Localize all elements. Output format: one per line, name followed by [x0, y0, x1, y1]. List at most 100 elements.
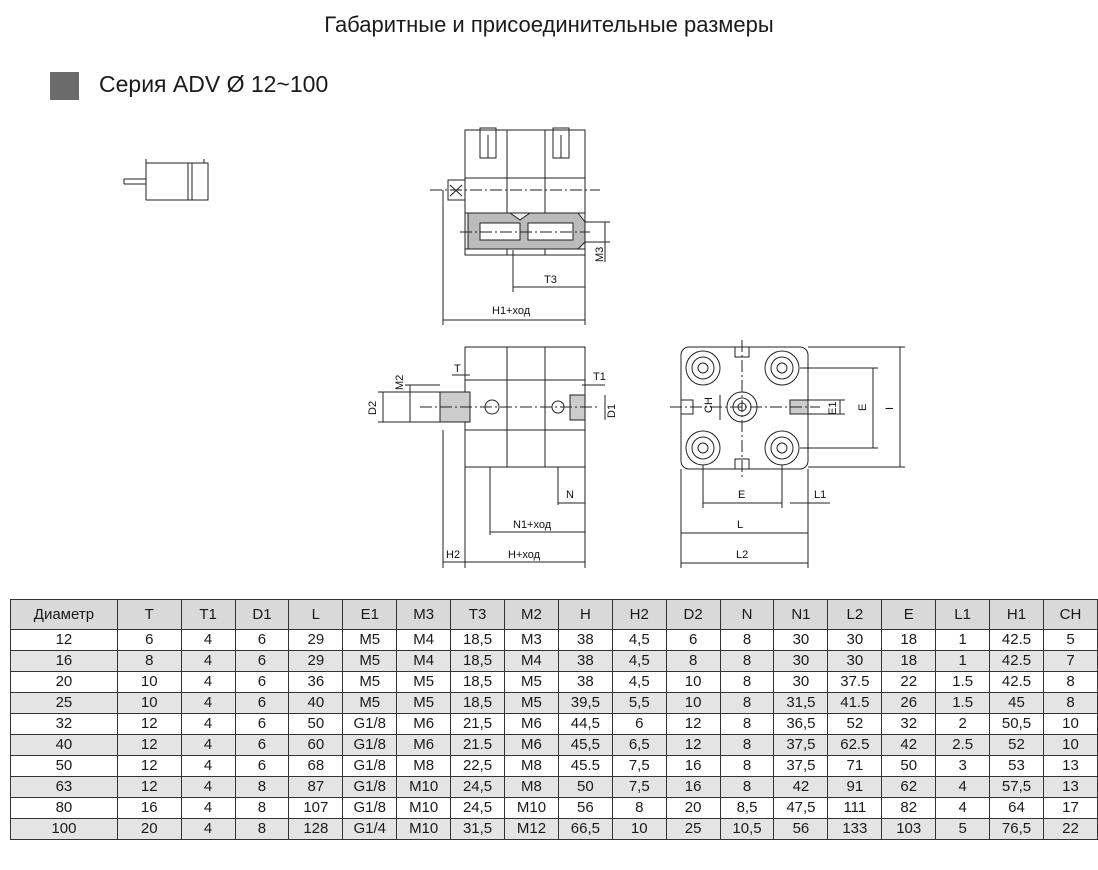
- column-header: E1: [342, 599, 398, 630]
- dim-t3: T3: [544, 274, 557, 286]
- table-cell: 17: [1042, 797, 1098, 819]
- table-cell: 8: [719, 650, 775, 672]
- table-cell: 68: [288, 755, 344, 777]
- table-cell: 10: [116, 692, 182, 714]
- table-cell: 107: [288, 797, 344, 819]
- column-header: D1: [234, 599, 290, 630]
- table-cell: 30: [773, 671, 829, 693]
- front-view: [670, 340, 905, 568]
- table-cell: M8: [396, 755, 452, 777]
- table-cell: 25: [665, 818, 721, 840]
- column-header: N: [719, 599, 775, 630]
- table-cell: 8: [116, 650, 182, 672]
- table-cell: 91: [827, 776, 883, 798]
- table-cell: 4: [180, 818, 236, 840]
- dim-h2: H2: [446, 549, 460, 561]
- table-cell: M6: [396, 734, 452, 756]
- table-cell: 4: [935, 776, 991, 798]
- table-cell: 32: [881, 713, 937, 735]
- table-cell: 12: [116, 734, 182, 756]
- table-cell: 18,5: [450, 692, 506, 714]
- table-cell: 16: [665, 776, 721, 798]
- table-cell: 6: [665, 629, 721, 651]
- table-cell: 8: [719, 629, 775, 651]
- column-header: M3: [396, 599, 452, 630]
- table-cell: 24,5: [450, 797, 506, 819]
- table-cell: 42: [881, 734, 937, 756]
- table-cell: 6: [234, 692, 290, 714]
- table-cell: 30: [827, 650, 883, 672]
- table-cell: M10: [396, 776, 452, 798]
- table-cell: 8: [234, 776, 290, 798]
- dim-l: L: [737, 519, 743, 531]
- table-cell: 20: [116, 818, 182, 840]
- table-cell: 111: [827, 797, 883, 819]
- dim-d1: D1: [606, 404, 618, 418]
- table-cell: 10: [1042, 713, 1098, 735]
- dim-m3: M3: [594, 247, 606, 262]
- table-cell: 8: [234, 797, 290, 819]
- table-cell: 8: [611, 797, 667, 819]
- column-header: Диаметр: [10, 599, 118, 630]
- table-cell: 76,5: [989, 818, 1044, 840]
- table-cell: 40: [288, 692, 344, 714]
- table-cell: M5: [342, 629, 398, 651]
- table-cell: 57,5: [989, 776, 1044, 798]
- table-cell: M10: [396, 797, 452, 819]
- dim-l1: L1: [814, 489, 826, 501]
- table-cell: 36: [288, 671, 344, 693]
- table-cell: 50: [881, 755, 937, 777]
- table-cell: 10,5: [719, 818, 775, 840]
- column-header: E: [881, 599, 937, 630]
- column-header: L1: [935, 599, 991, 630]
- table-cell: 7,5: [611, 776, 667, 798]
- table-cell: 32: [10, 713, 118, 735]
- table-cell: 56: [557, 797, 613, 819]
- table-cell: 47,5: [773, 797, 829, 819]
- table-cell: 82: [881, 797, 937, 819]
- table-cell: 24,5: [450, 776, 506, 798]
- dim-l2: L2: [736, 549, 748, 561]
- table-cell: 2: [935, 713, 991, 735]
- table-cell: 8: [1042, 692, 1098, 714]
- table-cell: 42.5: [989, 629, 1044, 651]
- table-cell: 52: [989, 734, 1044, 756]
- technical-drawing: T3 H1+ход M3 T T1 M2 D2 D1 N N1+ход H2: [123, 127, 905, 568]
- table-cell: 50: [288, 713, 344, 735]
- table-cell: 1: [935, 650, 991, 672]
- table-cell: 37,5: [773, 755, 829, 777]
- table-cell: 5: [935, 818, 991, 840]
- table-cell: 38: [557, 650, 613, 672]
- table-cell: 18,5: [450, 671, 506, 693]
- table-cell: 56: [773, 818, 829, 840]
- table-cell: 50,5: [989, 713, 1044, 735]
- table-cell: 21,5: [450, 713, 506, 735]
- dim-n: N: [566, 489, 574, 501]
- table-cell: M5: [504, 692, 559, 714]
- table-cell: M5: [342, 650, 398, 672]
- table-cell: 8: [665, 650, 721, 672]
- table-cell: M10: [396, 818, 452, 840]
- table-cell: 45.5: [557, 755, 613, 777]
- table-cell: 42: [773, 776, 829, 798]
- table-cell: 12: [10, 629, 118, 651]
- table-cell: 50: [557, 776, 613, 798]
- table-cell: 7: [1042, 650, 1098, 672]
- table-cell: G1/8: [342, 734, 398, 756]
- column-header: L: [288, 599, 344, 630]
- dim-n1-stroke: N1+ход: [513, 519, 552, 531]
- side-view: [378, 346, 606, 568]
- dim-m2: M2: [394, 375, 406, 390]
- table-cell: 38: [557, 629, 613, 651]
- table-cell: 13: [1042, 776, 1098, 798]
- table-cell: 1: [935, 629, 991, 651]
- table-cell: 52: [827, 713, 883, 735]
- table-cell: 4,5: [611, 671, 667, 693]
- column-header: T1: [180, 599, 236, 630]
- table-cell: 100: [10, 818, 118, 840]
- table-cell: 42.5: [989, 671, 1044, 693]
